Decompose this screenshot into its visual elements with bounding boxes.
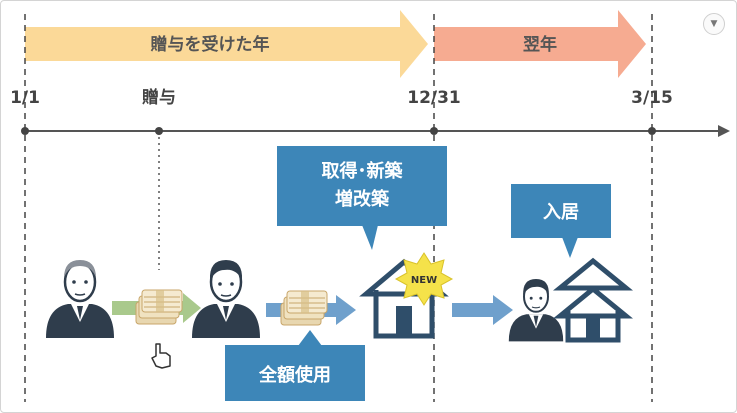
acquire-label-line1: 取得･新築 xyxy=(322,160,404,182)
gift-label: 贈与 xyxy=(142,87,176,108)
gift-year-banner xyxy=(25,10,428,78)
deadline-marker xyxy=(648,127,656,135)
use-funds-callout: 全額使用 xyxy=(225,330,365,401)
acquire-label-line2: 増改築 xyxy=(335,188,390,210)
hand-pointer-icon xyxy=(151,343,171,369)
move-in-callout: 入居 xyxy=(511,184,611,258)
resident-icon xyxy=(508,279,564,342)
slide-menu-button[interactable]: ▼ xyxy=(703,13,725,35)
gift-marker xyxy=(155,127,163,135)
businessman-icon xyxy=(192,260,260,338)
start-date-label: 1/1 xyxy=(10,88,40,108)
move-in-arrow xyxy=(452,295,513,325)
dropdown-triangle-icon: ▼ xyxy=(710,18,718,29)
new-badge: NEW xyxy=(394,252,454,306)
home-house-icon xyxy=(552,257,634,343)
use-funds-label: 全額使用 xyxy=(258,364,331,386)
timeline-arrowhead xyxy=(718,125,730,137)
deadline-date-label: 3/15 xyxy=(631,88,673,108)
year-end-marker xyxy=(430,127,438,135)
move-in-label: 入居 xyxy=(543,202,579,223)
elderly-man-icon xyxy=(46,260,114,338)
acquire-callout: 取得･新築 増改築 xyxy=(277,146,447,250)
year-end-date-label: 12/31 xyxy=(407,88,461,108)
start-marker xyxy=(21,127,29,135)
gift-year-label: 贈与を受けた年 xyxy=(151,34,270,55)
cash-stack-icon xyxy=(135,289,183,325)
cash-stack-icon-2 xyxy=(280,290,328,326)
new-badge-label: NEW xyxy=(411,275,437,286)
next-year-label: 翌年 xyxy=(523,34,557,55)
next-year-banner xyxy=(434,10,646,78)
